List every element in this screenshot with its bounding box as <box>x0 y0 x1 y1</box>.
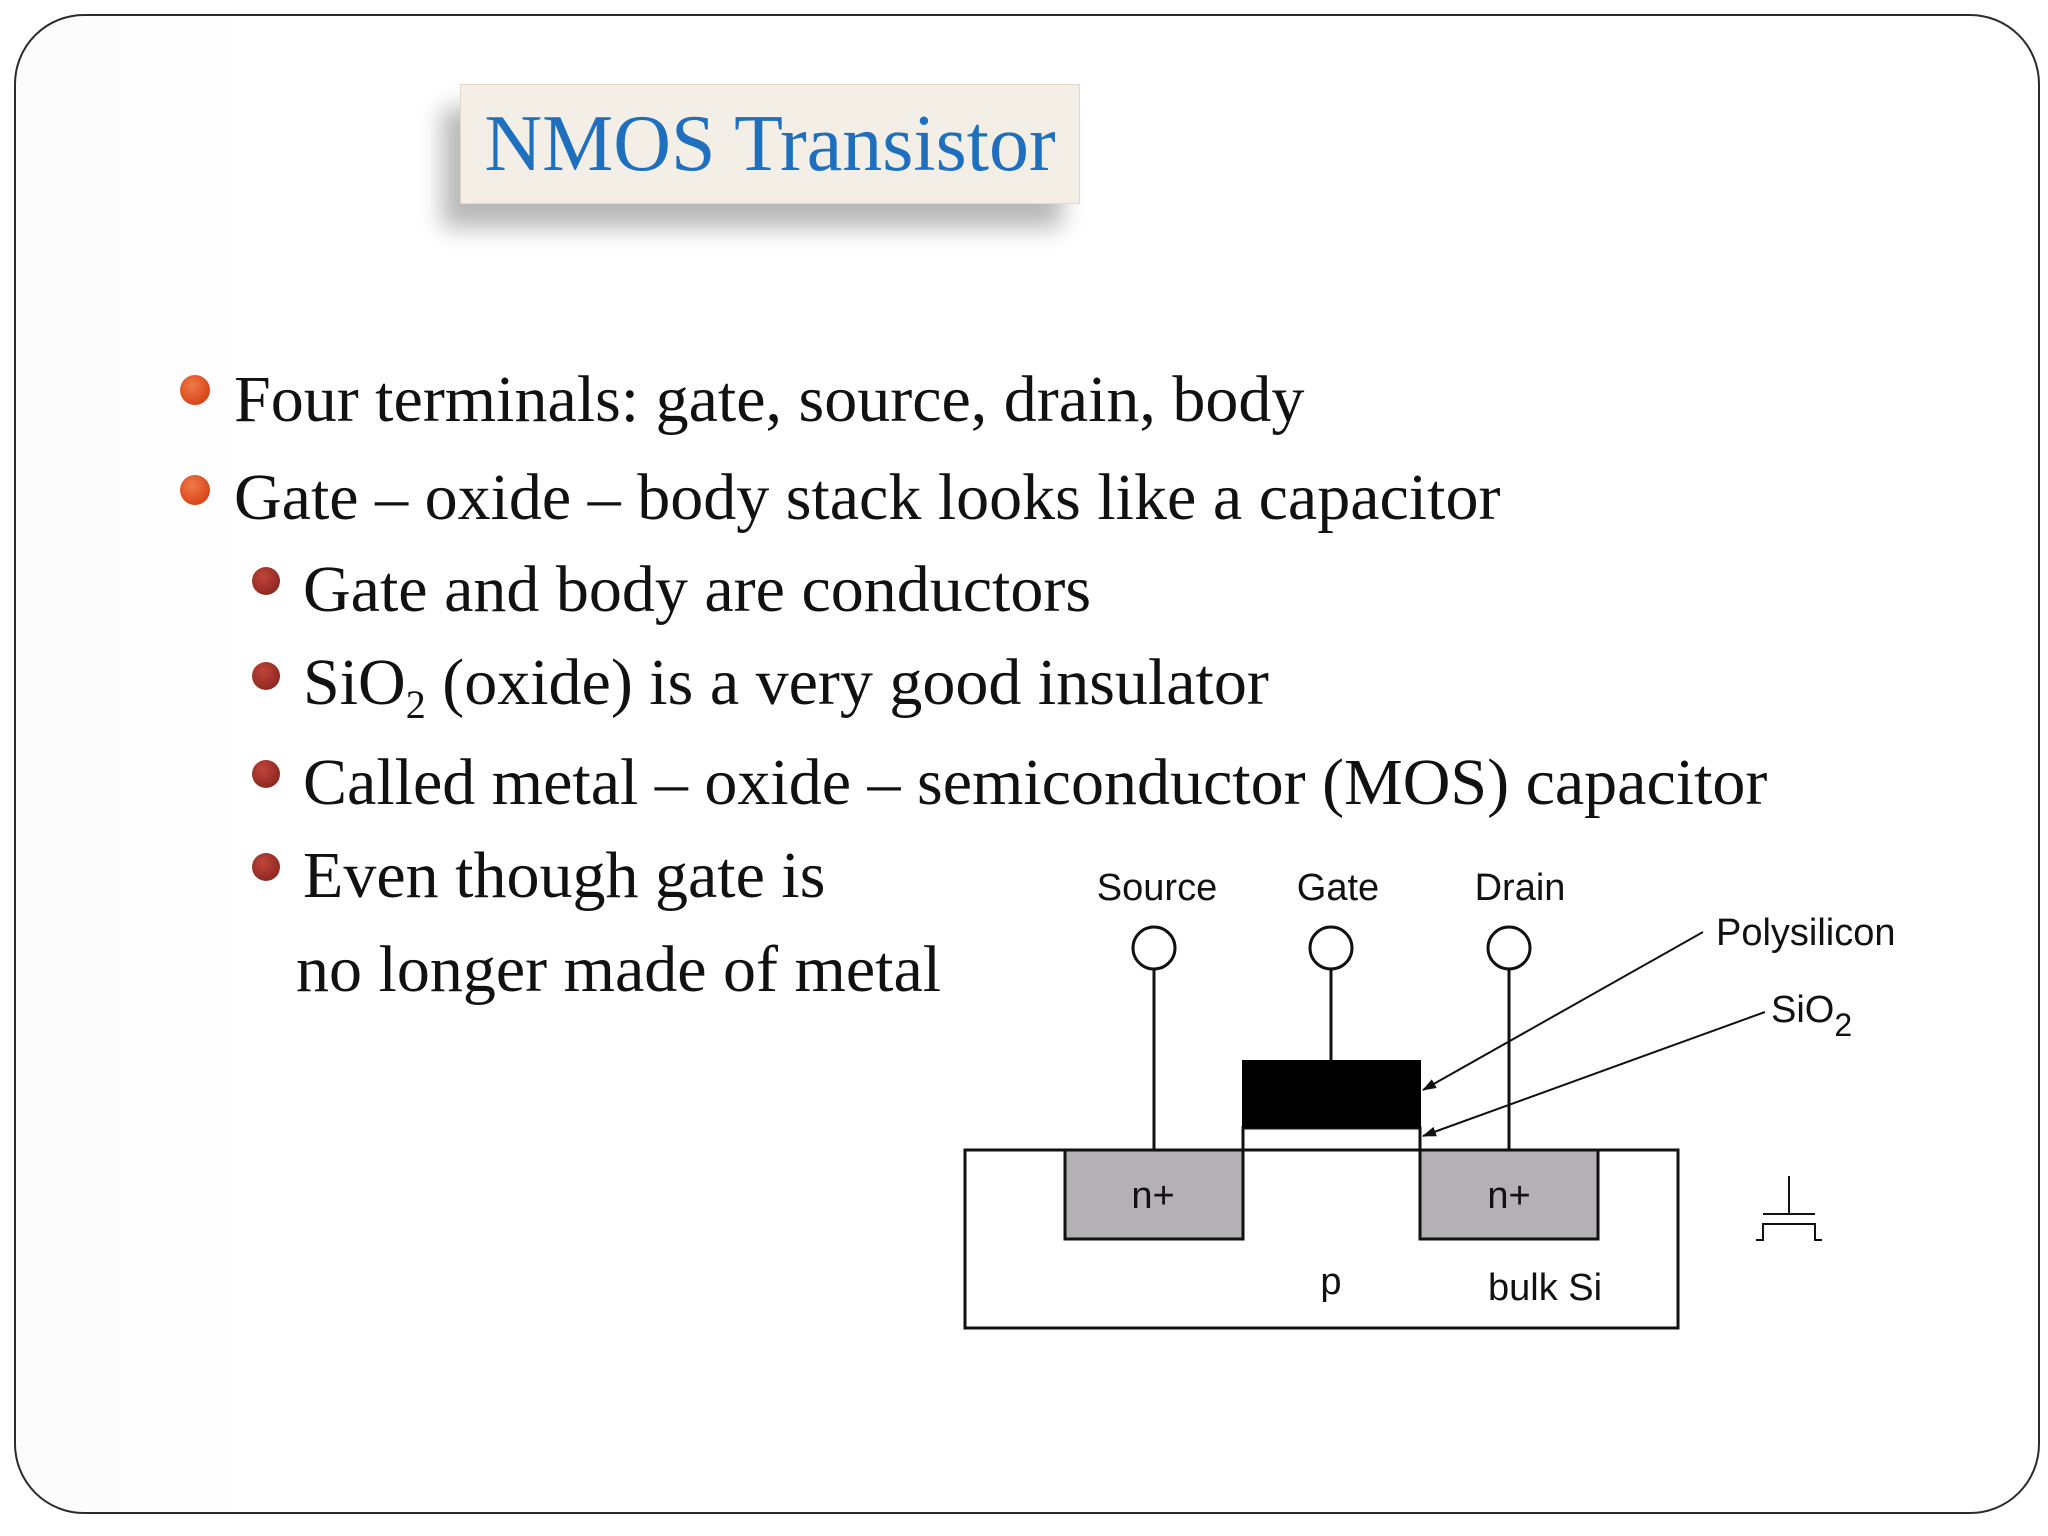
n-plus-drain-region <box>1418 1148 1600 1241</box>
drain-label: Drain <box>1475 867 1566 909</box>
polysilicon-arrow <box>1422 931 1704 1091</box>
sio2-label-subscript: 2 <box>1834 1007 1852 1043</box>
source-label: Source <box>1097 867 1217 909</box>
sio2-label: SiO2 <box>1771 989 1852 1043</box>
bullet-four-terminals: Four terminals: gate, source, drain, bod… <box>234 363 1305 436</box>
slide-title: NMOS Transistor <box>484 100 1056 188</box>
bullet-insulator-subscript: 2 <box>405 682 426 727</box>
bullet-dot-4 <box>252 662 280 690</box>
sio2-label-main: SiO <box>1771 989 1834 1031</box>
bullet-not-metal-line1: Even though gate is <box>303 839 826 912</box>
bullet-conductors: Gate and body are conductors <box>303 553 1092 626</box>
p-region-label: p <box>1320 1261 1341 1303</box>
title-box: NMOS Transistor <box>460 84 1080 204</box>
bullet-dot-5 <box>252 760 280 788</box>
polysilicon-label: Polysilicon <box>1716 912 1896 954</box>
drain-terminal-icon <box>1486 925 1532 971</box>
source-terminal-icon <box>1131 925 1177 971</box>
bullet-dot-1 <box>180 375 210 405</box>
bullet-mos-capacitor: Called metal – oxide – semiconductor (MO… <box>303 746 1768 819</box>
bullet-capacitor-stack: Gate – oxide – body stack looks like a c… <box>234 461 1501 534</box>
n-plus-left-label: n+ <box>1131 1175 1174 1217</box>
gate-label: Gate <box>1297 867 1379 909</box>
bullet-insulator: SiO2 (oxide) is a very good insulator <box>303 645 1269 727</box>
n-plus-right-label: n+ <box>1487 1175 1530 1217</box>
bulk-si-label: bulk Si <box>1488 1267 1602 1309</box>
bullet-dot-2 <box>180 475 210 505</box>
gate-oxide-layer <box>1241 1126 1422 1152</box>
bullet-dot-6 <box>252 853 280 881</box>
bullet-insulator-rest: (oxide) is a very good insulator <box>425 646 1269 719</box>
gate-terminal-icon <box>1308 925 1354 971</box>
bullet-dot-3 <box>252 567 280 595</box>
polysilicon-gate <box>1242 1060 1421 1128</box>
sio2-arrow <box>1422 1011 1766 1137</box>
bullet-insulator-sio: SiO <box>303 646 406 719</box>
n-plus-source-region <box>1063 1148 1245 1241</box>
bullet-not-metal-line2: no longer made of metal <box>296 933 942 1006</box>
ground-symbol-icon <box>1756 1176 1822 1241</box>
